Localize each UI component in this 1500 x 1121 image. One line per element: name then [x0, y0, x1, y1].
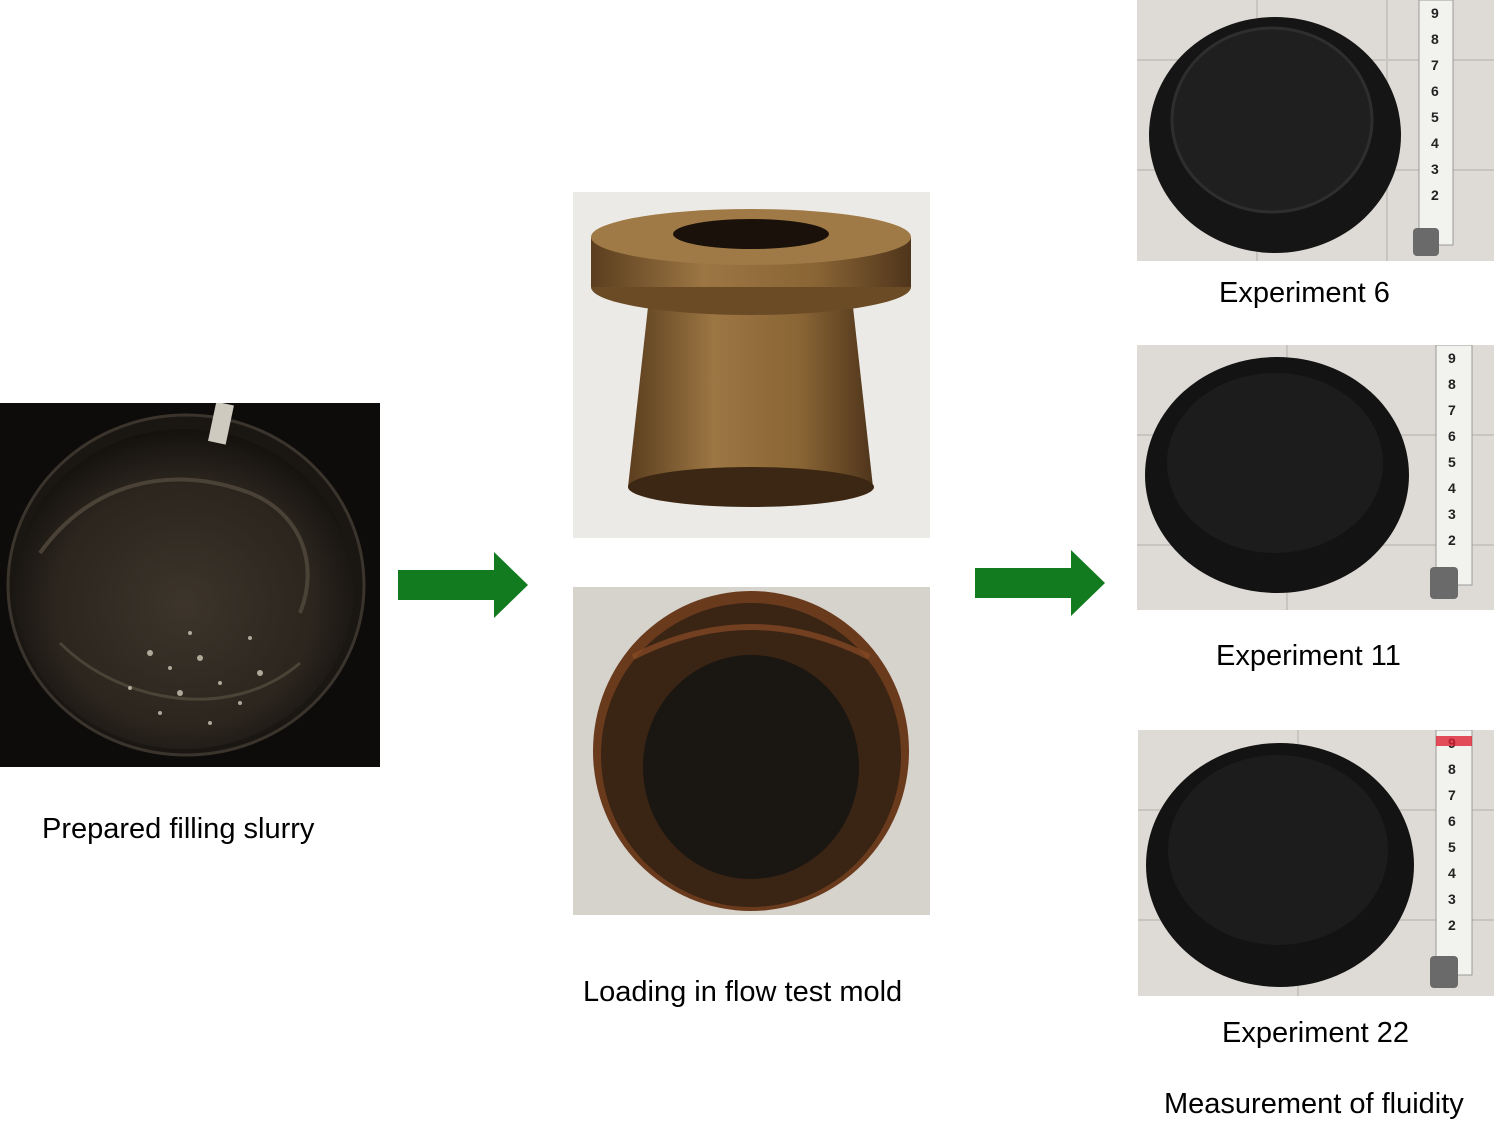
fluidity-caption: Measurement of fluidity [1164, 1088, 1464, 1120]
mold-top-photo [573, 587, 930, 915]
tape-mark: 8 [1448, 376, 1456, 392]
tape-mark: 7 [1431, 57, 1439, 73]
tape-mark: 8 [1448, 761, 1456, 777]
mold-side-photo [573, 192, 930, 538]
tape-mark: 8 [1431, 31, 1439, 47]
arrow-right-icon [398, 552, 528, 618]
tape-mark: 9 [1448, 350, 1456, 366]
tape-mark: 5 [1431, 109, 1439, 125]
tape-mark: 2 [1431, 187, 1439, 203]
experiment-11-photo: 2 3 4 5 6 7 8 9 [1137, 345, 1494, 610]
tape-mark: 4 [1448, 480, 1456, 496]
tape-mark: 6 [1448, 428, 1456, 444]
mold-caption: Loading in flow test mold [583, 976, 903, 1008]
experiment-11-label: Experiment 11 [1216, 640, 1401, 672]
experiment-6-photo: 2 3 4 5 6 7 8 9 [1137, 0, 1494, 261]
tape-mark: 4 [1431, 135, 1439, 151]
tape-mark: 3 [1448, 506, 1456, 522]
tape-mark: 7 [1448, 402, 1456, 418]
tape-mark: 6 [1431, 83, 1439, 99]
tape-mark: 2 [1448, 532, 1456, 548]
slurry-photo [0, 403, 380, 767]
tape-mark: 3 [1448, 891, 1456, 907]
tape-mark: 9 [1431, 5, 1439, 21]
tape-mark: 5 [1448, 839, 1456, 855]
experiment-22-label: Experiment 22 [1222, 1017, 1409, 1049]
slurry-caption: Prepared filling slurry [42, 813, 315, 845]
tape-mark: 6 [1448, 813, 1456, 829]
arrow-right-icon [975, 550, 1105, 616]
tape-mark: 5 [1448, 454, 1456, 470]
tape-mark: 2 [1448, 917, 1456, 933]
experiment-22-photo: 2 3 4 5 6 7 8 9 [1138, 730, 1494, 996]
tape-mark: 7 [1448, 787, 1456, 803]
tape-mark: 3 [1431, 161, 1439, 177]
tape-mark: 4 [1448, 865, 1456, 881]
experiment-6-label: Experiment 6 [1219, 277, 1390, 309]
